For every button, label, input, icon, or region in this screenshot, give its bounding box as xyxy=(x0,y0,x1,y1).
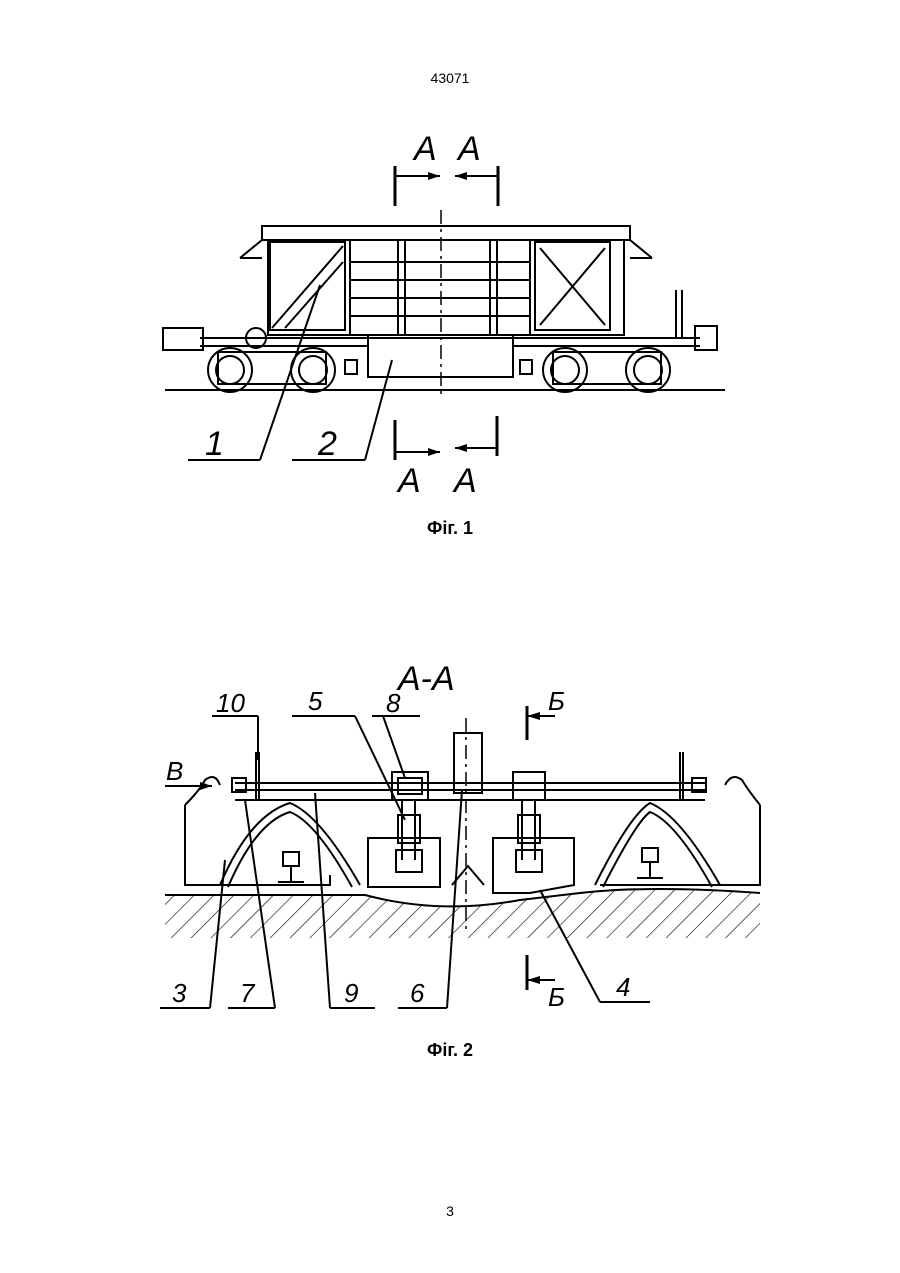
callout-4: 4 xyxy=(616,972,630,1002)
section-title: А-А xyxy=(396,660,455,698)
callout-9: 9 xyxy=(344,978,358,1008)
figure-2-drawing: А-А Б Б В 10 5 8 3 7 9 6 4 xyxy=(0,0,900,1040)
callout-8: 8 xyxy=(386,688,401,718)
section-mark-bottom: Б xyxy=(548,982,565,1012)
section-mark-top: Б xyxy=(548,686,565,716)
page-number: 3 xyxy=(0,1203,900,1219)
callout-7: 7 xyxy=(240,978,256,1008)
callout-6: 6 xyxy=(410,978,425,1008)
view-mark: В xyxy=(166,756,183,786)
callout-10: 10 xyxy=(216,688,245,718)
callout-5: 5 xyxy=(308,686,323,716)
callout-3: 3 xyxy=(172,978,187,1008)
figure-2-caption: Фіг. 2 xyxy=(0,1040,900,1061)
